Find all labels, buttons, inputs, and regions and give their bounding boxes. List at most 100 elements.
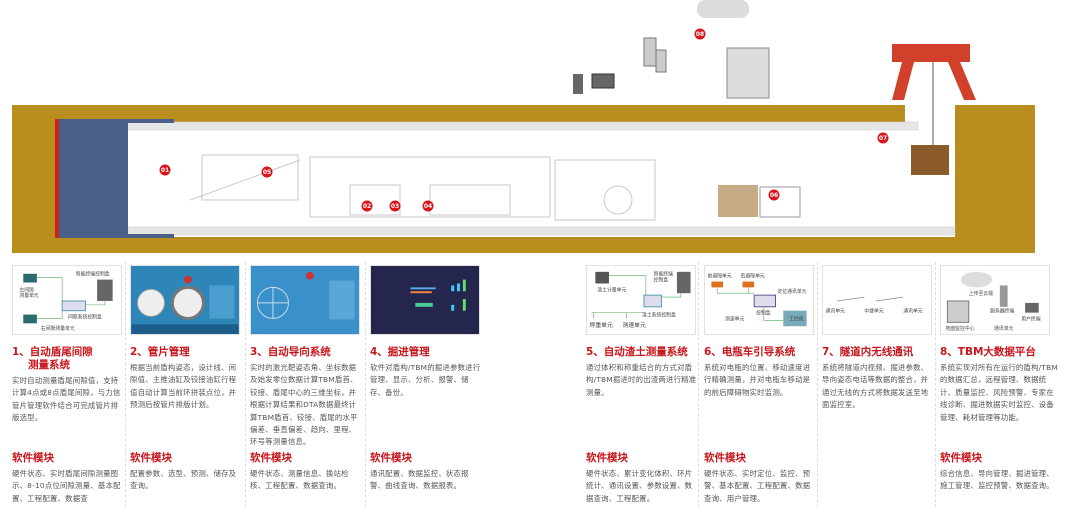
thumb-guidance-ui xyxy=(250,265,360,335)
thumb-muck: 渣土计量单元 智能终端控制盒渣土系统控制盒称重单元 测速单元 xyxy=(586,265,696,335)
section-muck: 5、自动渣土测量系统通过体积和称重结合的方式对盾构/TBM掘进时的出渣两进行精准… xyxy=(586,346,698,399)
software-title: 软件模块 xyxy=(12,452,54,464)
section-desc: 系统对电瓶的位置、移动速度进行精确测量，并对电瓶车移动是的前后障碍物实时监测。 xyxy=(704,363,811,397)
thumb-segment-ui xyxy=(130,265,240,335)
software-title: 软件模块 xyxy=(130,452,172,464)
section-title-line2: 测量系统 xyxy=(28,359,70,371)
section-title: 1、自动盾尾间隙 xyxy=(12,346,93,358)
software-desc: 综合信息、导向管理、掘进管理、施工管理、监控预警、数据查询。 xyxy=(940,469,1054,491)
section-title: 6、电瓶车引导系统 xyxy=(704,346,796,358)
software-module: 软件模块配置参数、选型、预测、储存及查询。 xyxy=(130,452,242,493)
label: 测量单元 xyxy=(19,292,39,299)
thumb-locomotive: 前避障单元后避障单元定位通讯单元控制盒测速单元工控机 xyxy=(704,265,814,335)
label: 地面监控中心 xyxy=(945,325,974,332)
section-desc: 系统将隧道内视频、掘进参数、导向姿态电话等数据的整合，并通过无线的方式将数据发送… xyxy=(822,363,929,410)
software-module: 软件模块硬件状态、累计变化体积、环片统计、通讯设置、参数设置、数据查询、工程配置… xyxy=(586,452,698,505)
label: 前避障单元 xyxy=(708,273,732,280)
section-bigdata: 8、TBM大数据平台系统实现对所有在运行的盾构/TBM的数据汇总，远程管理、数据… xyxy=(940,346,1058,424)
section-title: 7、隧道内无线通讯 xyxy=(822,346,914,358)
label: 渣土系统控制盒 xyxy=(642,312,676,319)
tunnel-system-diagram: 01 02 03 04 05 06 07 08 xyxy=(12,0,1035,253)
software-module: 软件模块通讯配置、数据监控、状态报警、曲线查询、数据报表。 xyxy=(370,452,482,493)
section-tunneling: 4、掘进管理软件对盾构/TBM的掘进参数进行管理、显示、分析、报警、储存、备份。 xyxy=(370,346,482,399)
thumb-tunneling-ui xyxy=(370,265,480,335)
section-desc: 实时的激光靶姿态角、坐标数据及始发零位数据计算TBM盾首、铰接、盾尾中心的三维坐… xyxy=(250,363,358,447)
label: 用户终端 xyxy=(1021,315,1041,322)
svg-text:04: 04 xyxy=(424,203,432,210)
section-title: 3、自动导向系统 xyxy=(250,346,331,358)
marker-07: 07 xyxy=(877,132,889,144)
svg-text:01: 01 xyxy=(161,167,169,174)
marker-05: 05 xyxy=(261,166,273,178)
software-desc: 硬件状态、实时盾尾间隙测量图示、8-10点位间隙测量、基本配置、工程配置、数据查 xyxy=(12,469,121,503)
label: 上传至云端 xyxy=(969,290,993,297)
marker-08: 08 xyxy=(694,28,706,40)
section-title: 5、自动渣土测量系统 xyxy=(586,346,688,358)
section-desc: 软件对盾构/TBM的掘进参数进行管理、显示、分析、报警、储存、备份。 xyxy=(370,363,481,397)
section-title: 8、TBM大数据平台 xyxy=(940,346,1036,358)
software-module: 软件模块综合信息、导向管理、掘进管理、施工管理、监控预警、数据查询。 xyxy=(940,452,1058,493)
label: 左间隙 xyxy=(19,286,34,293)
control-center-building xyxy=(726,47,770,99)
svg-text:03: 03 xyxy=(391,203,399,210)
section-title: 2、管片管理 xyxy=(130,346,190,358)
software-desc: 硬件状态、累计变化体积、环片统计、通讯设置、参数设置、数据查询、工程配置。 xyxy=(586,469,693,503)
bridge-crane xyxy=(892,44,970,62)
label: 通讯单元 xyxy=(994,325,1014,332)
software-desc: 配置参数、选型、预测、储存及查询。 xyxy=(130,469,237,491)
label: 定位通讯单元 xyxy=(777,288,806,295)
speed-unit-label: 测速单元 xyxy=(623,321,646,329)
section-desc: 通过体积和称重结合的方式对盾构/TBM掘进时的出渣两进行精准测量。 xyxy=(586,363,697,397)
software-title: 软件模块 xyxy=(704,452,746,464)
thumb-bigdata: 上传至云端服务器终端用户终端地面监控中心 通讯单元 xyxy=(940,265,1050,335)
label: 工控机 xyxy=(789,315,804,322)
label: 间隙系统控制盒 xyxy=(68,313,102,320)
section-locomotive: 6、电瓶车引导系统系统对电瓶的位置、移动速度进行精确测量，并对电瓶车移动是的前后… xyxy=(704,346,816,399)
label: 服务器终端 xyxy=(990,308,1014,315)
section-tail-gap: 1、自动盾尾间隙测量系统实时自动测量盾尾间隙值，支持计算4点或8点盾尾间隙，与力… xyxy=(12,346,124,425)
svg-text:06: 06 xyxy=(770,192,778,199)
label: 通讯单元 xyxy=(826,308,846,315)
marker-01: 01 xyxy=(159,164,171,176)
label: 渣土计量单元 xyxy=(597,286,626,293)
shield-cutterhead xyxy=(58,119,128,238)
software-desc: 硬件状态、实时定位、监控、预警、基本配置、工程配置、数据查询、用户管理。 xyxy=(704,469,811,503)
software-desc: 通讯配置、数据监控、状态报警、曲线查询、数据报表。 xyxy=(370,469,469,491)
software-title: 软件模块 xyxy=(370,452,412,464)
marker-04: 04 xyxy=(422,200,434,212)
software-module: 软件模块硬件状态、实时定位、监控、预警、基本配置、工程配置、数据查询、用户管理。 xyxy=(704,452,816,505)
label: 通讯单元 xyxy=(903,308,923,315)
marker-02: 02 xyxy=(361,200,373,212)
label: 后避障单元 xyxy=(741,273,765,280)
svg-text:08: 08 xyxy=(696,31,704,38)
laptop-icon xyxy=(591,73,615,89)
tunnel-interior xyxy=(60,122,905,237)
server-icon xyxy=(643,37,657,67)
label: 中继单元 xyxy=(864,308,884,315)
software-title: 软件模块 xyxy=(586,452,628,464)
section-wireless: 7、隧道内无线通讯系统将隧道内视频、掘进参数、导向姿态电话等数据的整合，并通过无… xyxy=(822,346,934,412)
label: 智能终端控制盒 xyxy=(76,271,110,278)
thumb-wireless: 通讯单元 中继单元 通讯单元 xyxy=(822,265,932,335)
weighing-unit-label: 称重单元 xyxy=(590,321,613,329)
marker-06: 06 xyxy=(768,189,780,201)
section-desc: 根据当前盾构姿态，设计线、间隙值、主推油缸及铰接油缸行程值自动计算当前环拼装点位… xyxy=(130,363,237,410)
svg-text:07: 07 xyxy=(879,135,887,142)
label: 控制盒 xyxy=(654,277,669,284)
svg-text:05: 05 xyxy=(263,169,271,176)
label: 右间隙测量单元 xyxy=(41,325,75,332)
section-title: 4、掘进管理 xyxy=(370,346,430,358)
cloud-icon xyxy=(697,0,749,18)
section-segment: 2、管片管理根据当前盾构姿态，设计线、间隙值、主推油缸及铰接油缸行程值自动计算当… xyxy=(130,346,242,412)
label: 测速单元 xyxy=(725,315,745,322)
software-title: 软件模块 xyxy=(250,452,292,464)
section-guidance: 3、自动导向系统实时的激光靶姿态角、坐标数据及始发零位数据计算TBM盾首、铰接、… xyxy=(250,346,362,449)
locomotive xyxy=(759,186,801,218)
label: 智能终端 xyxy=(654,271,674,278)
backup-gantry xyxy=(189,154,656,221)
software-module: 软件模块硬件状态、测量信息、换站检核、工程配置、数据查询。 xyxy=(250,452,362,493)
muck-bucket xyxy=(911,145,949,175)
section-desc: 实时自动测量盾尾间隙值，支持计算4点或8点盾尾间隙，与力信管片管理软件结合可完成… xyxy=(12,376,121,423)
muck-car xyxy=(718,185,758,217)
software-module: 软件模块硬件状态、实时盾尾间隙测量图示、8-10点位间隙测量、基本配置、工程配置… xyxy=(12,452,124,505)
